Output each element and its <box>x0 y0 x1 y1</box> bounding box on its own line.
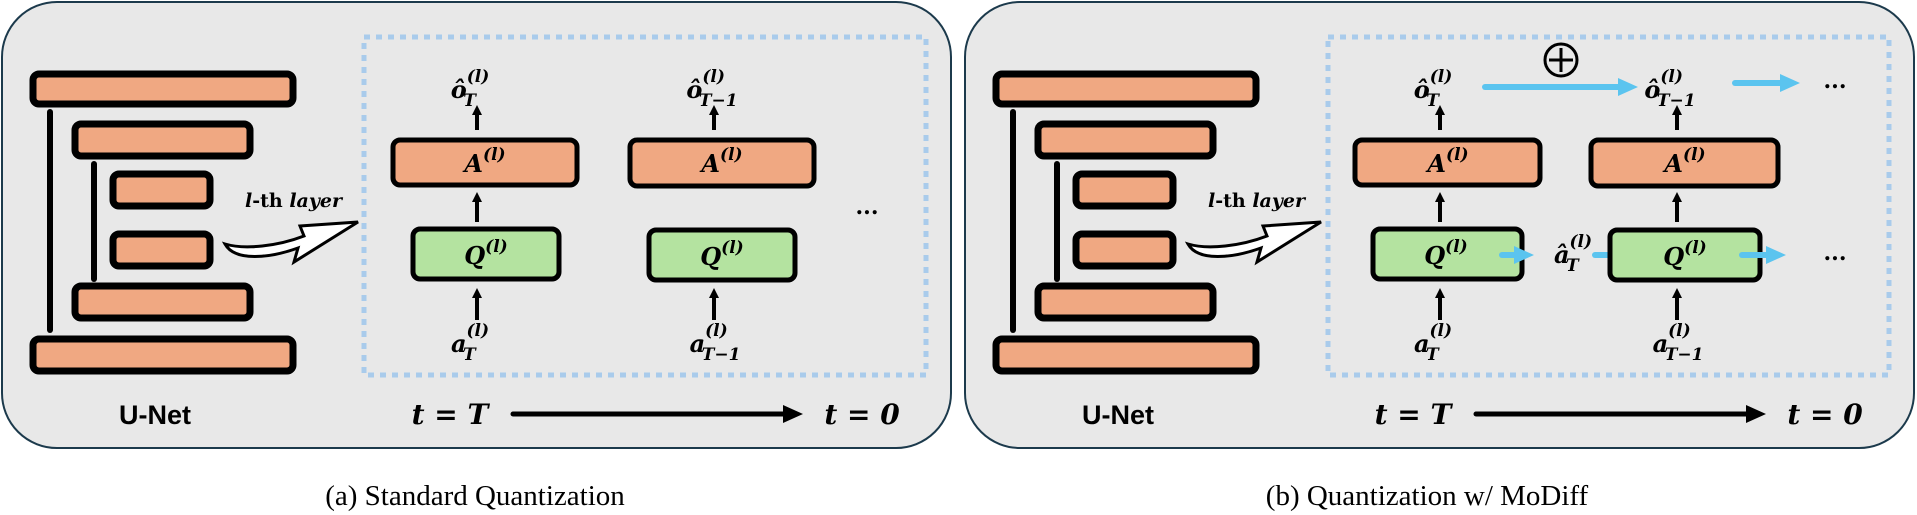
unet-label: U-Net <box>119 400 191 430</box>
unet-layer-5 <box>1034 282 1217 322</box>
unet-layer-3 <box>1072 170 1177 210</box>
input-activation-label: a(l)T−1 <box>690 321 741 365</box>
attention-label: A(l) <box>699 145 742 178</box>
quantizer-block <box>410 226 562 282</box>
panel-standard-quantization: U-Net l-th layer ô(l)T A(l) Q(l) a(l)T ô… <box>1 1 952 512</box>
time-end-label: t = 0 <box>824 398 900 431</box>
unet-icon <box>29 70 297 375</box>
layer-detail-frame <box>1325 34 1892 378</box>
time-start-label: t = T <box>412 398 491 431</box>
panel-modiff-quantization: U-Net l-th layer ô(l)T A(l) Q(l) a(l)T â <box>964 1 1915 512</box>
caption-b: (b) Quantization w/ MoDiff <box>1266 480 1589 512</box>
ellipsis-top: ... <box>1824 68 1847 94</box>
quantizer-label: Q(l) <box>464 237 507 270</box>
caption-a: (a) Standard Quantization <box>325 480 625 512</box>
ellipsis-mid: ... <box>1824 240 1847 266</box>
output-label: ô(l)T−1 <box>1644 67 1695 111</box>
unet-layer-1 <box>29 70 297 108</box>
ellipsis: ... <box>856 194 879 220</box>
attention-block <box>390 137 580 188</box>
time-start-label: t = T <box>1375 398 1454 431</box>
input-activation-label: a(l)T <box>1414 321 1452 365</box>
attention-label: A(l) <box>1662 145 1705 178</box>
attention-label: A(l) <box>1425 145 1468 178</box>
unet-layer-2 <box>1034 120 1217 160</box>
quantizer-label: Q(l) <box>700 238 743 271</box>
layer-label: l-th layer <box>1208 190 1307 212</box>
attention-label: A(l) <box>462 145 505 178</box>
attention-block <box>1588 137 1781 189</box>
attention-block <box>627 137 817 189</box>
timestep-column-T: ô(l)T A(l) Q(l) a(l)T <box>390 67 580 365</box>
timestep-column-T-minus-1: ô(l)T−1 A(l) Q(l) a(l)T−1 <box>1588 67 1781 365</box>
unet-layer-2 <box>71 120 254 160</box>
unet-label: U-Net <box>1082 400 1154 430</box>
unet-layer-5 <box>71 282 254 322</box>
unet-layer-6 <box>992 335 1260 375</box>
quantizer-block <box>646 227 798 283</box>
quantized-activation-label: â(l)T <box>1554 232 1592 276</box>
input-activation-label: a(l)T <box>451 321 489 365</box>
quantizer-label: Q(l) <box>1424 237 1467 270</box>
unet-icon <box>992 70 1260 375</box>
unet-layer-3 <box>109 170 214 210</box>
output-label: ô(l)T <box>1414 67 1453 111</box>
plus-circle-ring <box>1543 42 1579 78</box>
output-label: ô(l)T−1 <box>686 67 737 111</box>
layer-pointer-arrow-icon <box>221 220 359 266</box>
layer-pointer-arrow-icon <box>1184 220 1322 266</box>
input-activation-label: a(l)T−1 <box>1653 321 1704 365</box>
timestep-column-T: ô(l)T A(l) Q(l) a(l)T <box>1352 67 1543 365</box>
timestep-column-T-minus-1: ô(l)T−1 A(l) Q(l) a(l)T−1 <box>627 67 817 365</box>
unet-layer-1 <box>992 70 1260 108</box>
layer-label: l-th layer <box>245 190 344 212</box>
unet-layer-4-selected <box>109 230 214 270</box>
layer-detail-frame <box>361 34 929 378</box>
time-end-label: t = 0 <box>1787 398 1863 431</box>
attention-block <box>1352 137 1543 188</box>
unet-layer-4-selected <box>1072 230 1177 270</box>
plus-circle-icon <box>1543 42 1579 78</box>
unet-layer-6 <box>29 335 297 375</box>
quantizer-label: Q(l) <box>1663 238 1706 271</box>
